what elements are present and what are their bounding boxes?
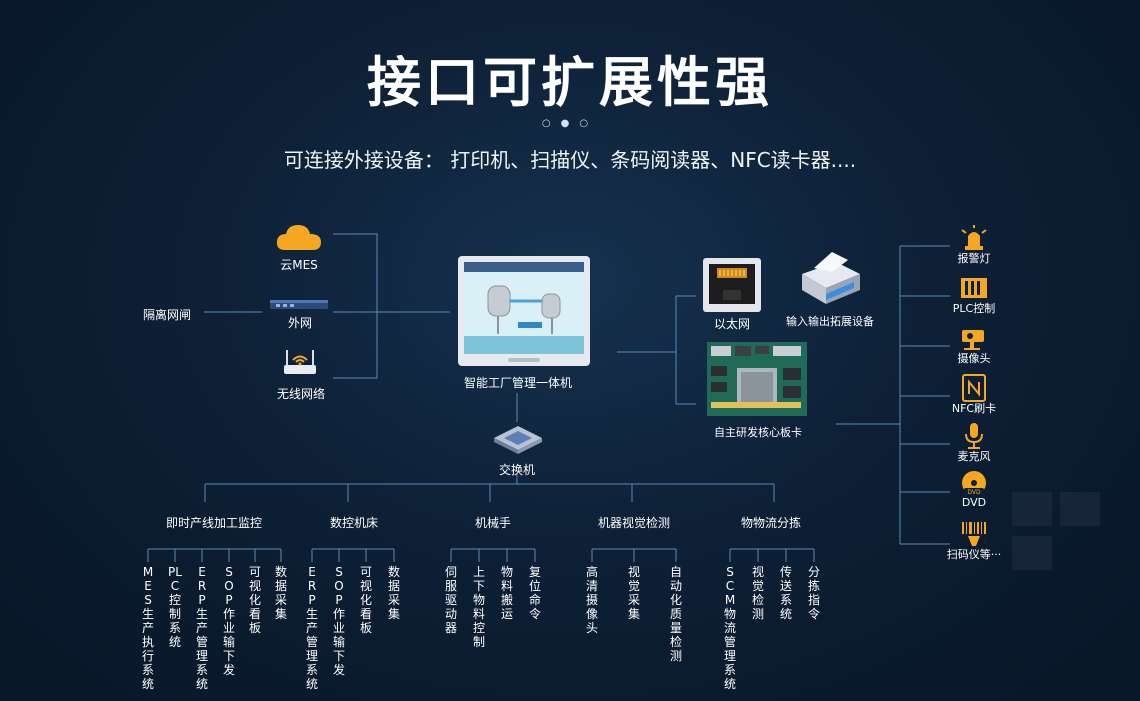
cloud-mes-label: 云MES [280, 258, 318, 272]
printer-icon [802, 252, 860, 304]
network-switch-icon [494, 426, 542, 454]
wireless-network-label: 无线网络 [276, 387, 325, 401]
category-heading: 即时产线加工监控 [165, 516, 262, 530]
category-item: SCM物流管理系统 [723, 565, 736, 691]
category-item: 视觉采集 [627, 565, 640, 621]
category-item: 自动化质量检测 [669, 565, 682, 663]
core-board-label: 自主研发核心板卡 [714, 426, 802, 439]
category-item: 伺服驱动器 [444, 565, 457, 635]
nfc-icon [958, 374, 990, 402]
industrial-panel-pc-icon [458, 256, 590, 366]
category-item: PLC控制系统 [168, 565, 182, 649]
category-item: 传送系统 [779, 565, 792, 621]
category-item: SOP作业输下发 [332, 565, 345, 677]
category-item: 物料搬运 [500, 565, 513, 621]
ethernet-port-icon [703, 258, 761, 312]
category-heading: 数控机床 [329, 516, 378, 530]
page-subtitle: 可连接外接设备： 打印机、扫描仪、条码阅读器、NFC读卡器.... [283, 148, 857, 172]
category-item: SOP作业输下发 [222, 565, 235, 677]
external-network-label: 外网 [287, 316, 312, 330]
camera-icon [958, 324, 990, 352]
switch-label: 交换机 [498, 463, 535, 477]
peripheral-label: DVD [961, 496, 987, 509]
category-item: 分拣指令 [807, 565, 820, 621]
cloud-icon [276, 225, 321, 250]
background-decoration [1060, 492, 1100, 526]
peripheral-label: 扫码仪等··· [946, 548, 1002, 561]
microphone-icon [958, 422, 990, 450]
plc-icon [958, 274, 990, 302]
category-item: ERP生产管理系统 [195, 565, 208, 691]
peripheral-label: PLC控制 [952, 302, 996, 315]
category-item: 高清摄像头 [585, 565, 598, 635]
category-item: 数据采集 [387, 565, 400, 621]
category-heading: 机器视觉检测 [597, 516, 670, 530]
category-item: ERP生产管理系统 [305, 565, 318, 691]
title-dots-divider: ○●○ [541, 118, 599, 129]
category-heading: 物物流分拣 [740, 516, 801, 530]
peripheral-label: 报警灯 [957, 252, 991, 265]
peripheral-label: 麦克风 [957, 450, 991, 463]
alarm-light-icon [958, 224, 990, 252]
dvd-icon: DVD [958, 470, 990, 498]
peripheral-label: NFC刷卡 [951, 402, 997, 415]
category-item: 可视化看板 [359, 565, 372, 635]
background-decoration [1012, 536, 1052, 570]
category-item: 可视化看板 [248, 565, 261, 635]
category-item: 上下物料控制 [472, 565, 485, 649]
peripheral-label: 摄像头 [957, 352, 991, 365]
wifi-router-icon [284, 350, 316, 374]
barcode-scanner-icon [958, 520, 990, 548]
ethernet-label: 以太网 [713, 317, 750, 331]
page-title: 接口可扩展性强 [367, 51, 773, 114]
category-item: 数据采集 [274, 565, 287, 621]
category-heading: 机械手 [474, 516, 511, 530]
category-item: 复位命令 [528, 565, 541, 621]
category-item: 视觉检测 [751, 565, 764, 621]
svg-text:DVD: DVD [967, 489, 981, 496]
io-expansion-label: 输入输出拓展设备 [786, 315, 874, 328]
isolation-gateway-label: 隔离网闸 [143, 308, 192, 322]
core-board-icon [707, 342, 807, 416]
category-item: MES生产执行系统 [141, 565, 154, 691]
background-decoration [1012, 492, 1052, 526]
smart-factory-terminal-label: 智能工厂管理一体机 [463, 376, 572, 390]
network-device-icon [270, 300, 328, 309]
